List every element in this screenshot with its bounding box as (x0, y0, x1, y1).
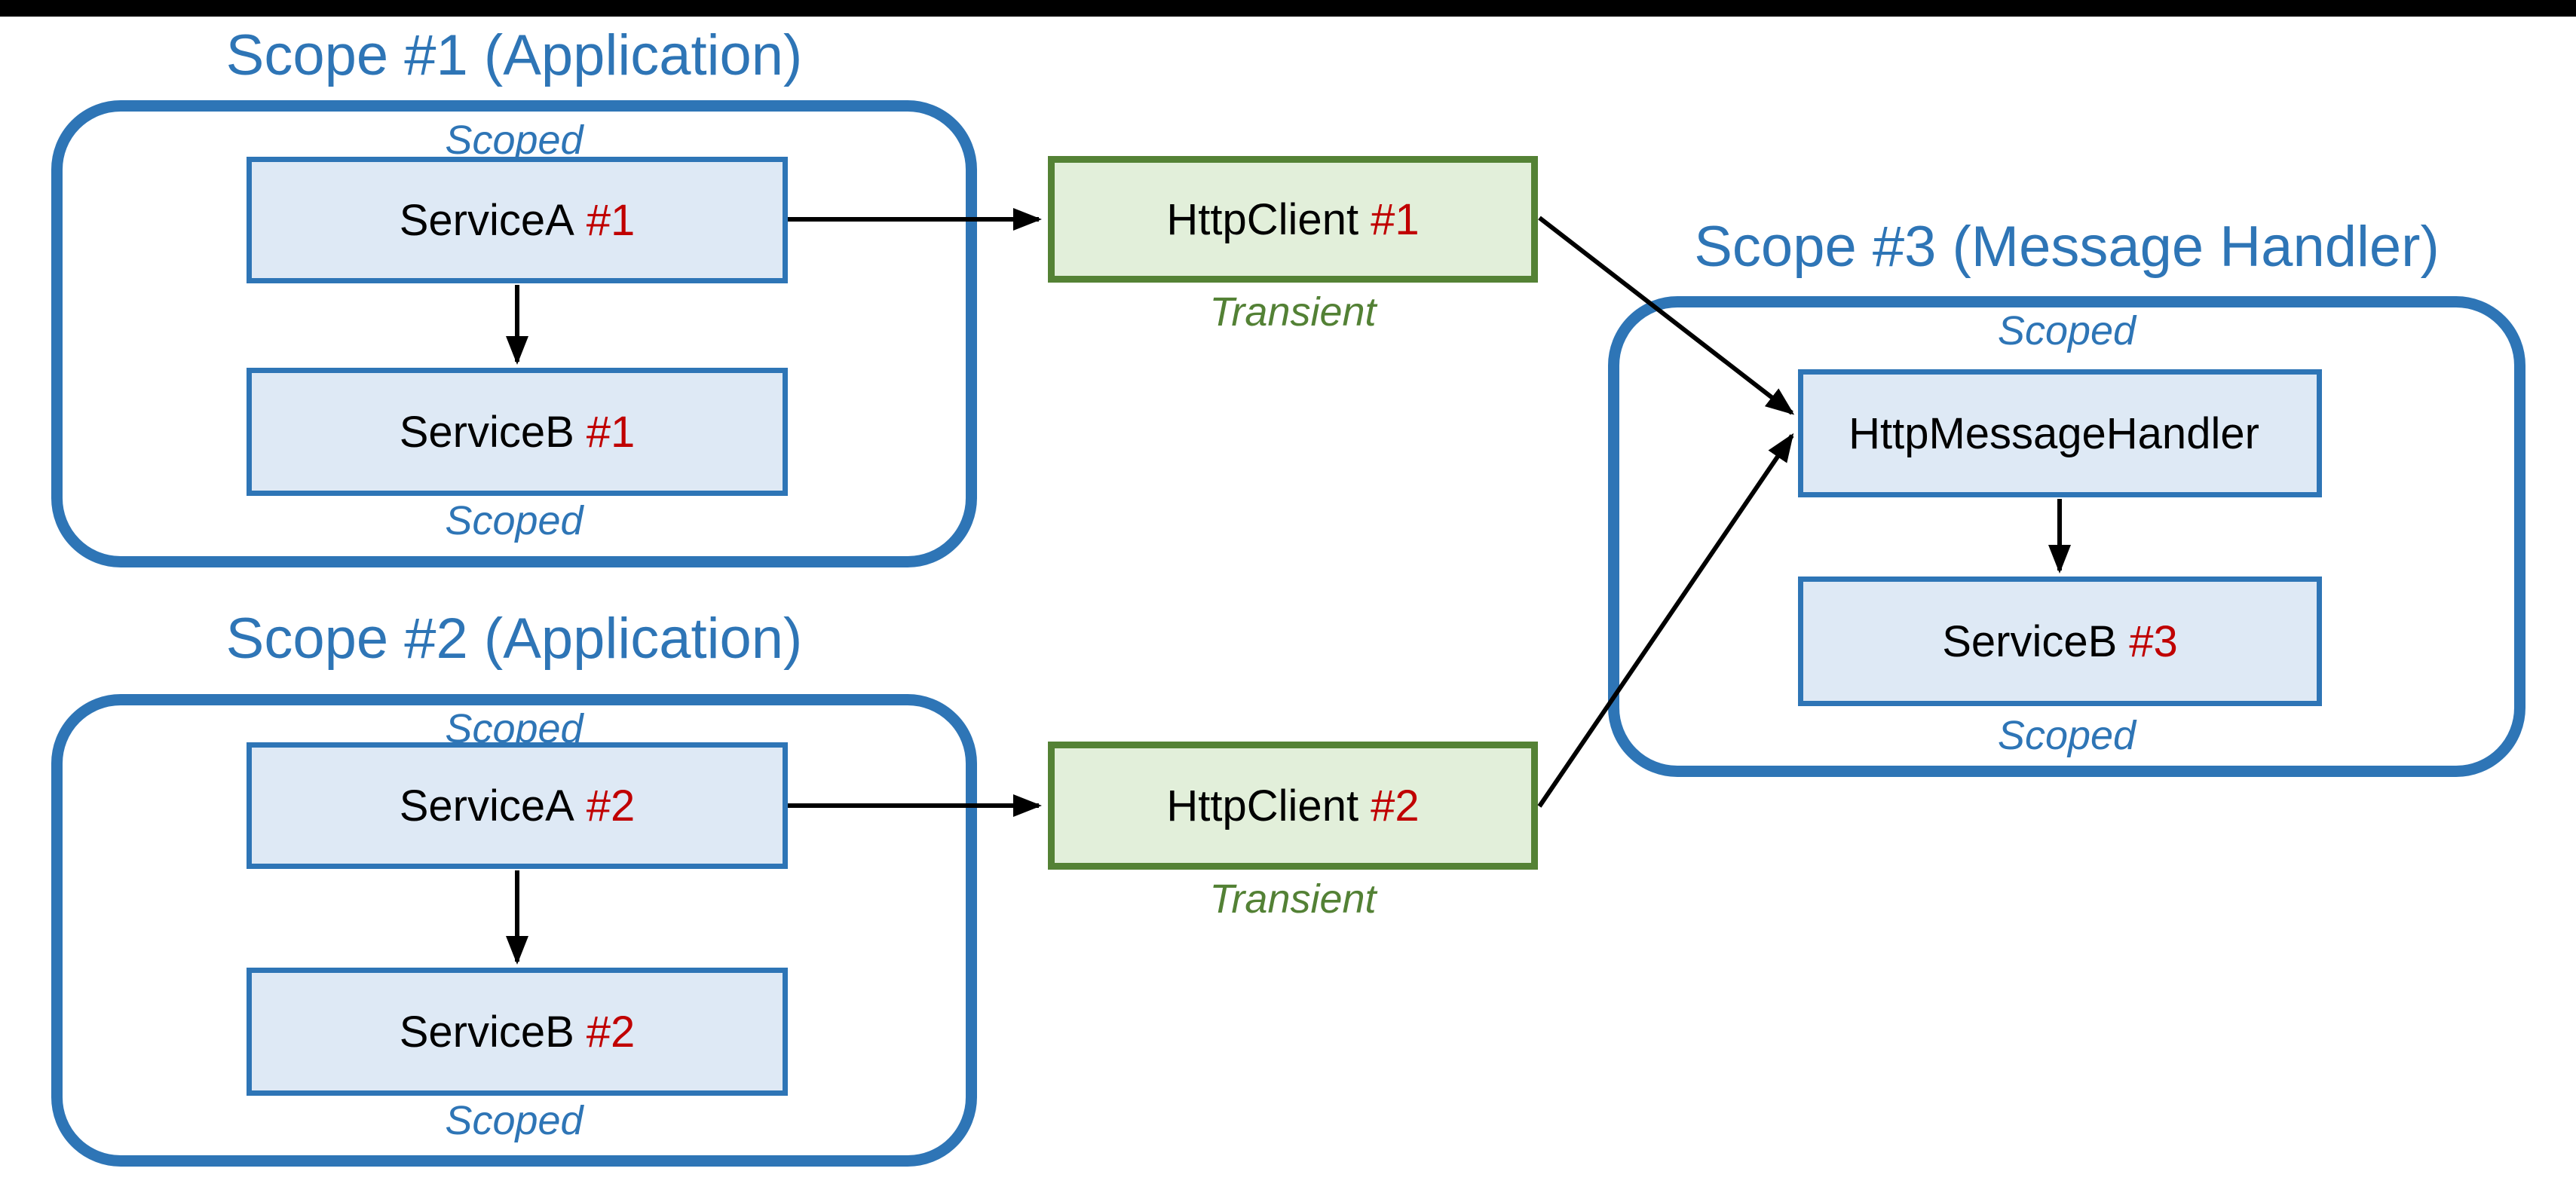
serviceb3-label: ServiceB#3 (1942, 616, 2178, 667)
httpmessagehandler-name: HttpMessageHandler (1849, 408, 2259, 458)
httpmessagehandler-box: HttpMessageHandler (1798, 369, 2322, 497)
scope1-title: Scope #1 (Application) (225, 23, 803, 87)
servicea1-label: ServiceA#1 (400, 195, 636, 246)
httpclient1-transient-label: Transient (1209, 289, 1377, 335)
serviceb1-instance: #1 (586, 407, 636, 457)
servicea1-instance: #1 (586, 195, 636, 245)
scope2-scoped-bottom-label: Scoped (445, 1098, 584, 1143)
servicea1-box: ServiceA#1 (247, 157, 788, 283)
httpclient2-name: HttpClient (1166, 781, 1359, 830)
serviceb1-box: ServiceB#1 (247, 368, 788, 496)
httpclient2-box: HttpClient#2 (1048, 742, 1538, 870)
scope1-scoped-bottom-label: Scoped (445, 498, 584, 543)
serviceb2-label: ServiceB#2 (400, 1007, 636, 1057)
scope3-title: Scope #3 (Message Handler) (1694, 215, 2440, 279)
serviceb3-name: ServiceB (1942, 616, 2118, 666)
httpmessagehandler-label: HttpMessageHandler (1849, 408, 2271, 459)
httpclient1-instance: #1 (1371, 194, 1420, 244)
servicea2-instance: #2 (586, 781, 636, 830)
scope3-scoped-top-label: Scoped (1997, 308, 2136, 353)
serviceb1-name: ServiceB (399, 407, 574, 457)
scope3-scoped-bottom-label: Scoped (1997, 713, 2136, 758)
serviceb2-instance: #2 (586, 1007, 636, 1057)
servicea2-box: ServiceA#2 (247, 742, 788, 869)
httpclient2-instance: #2 (1371, 781, 1420, 830)
servicea2-label: ServiceA#2 (400, 781, 636, 831)
top-black-bar (0, 0, 2576, 17)
scope2-title: Scope #2 (Application) (225, 607, 803, 671)
scope1-scoped-top-label: Scoped (445, 118, 584, 163)
httpclient1-label: HttpClient#1 (1166, 194, 1419, 245)
httpclient1-name: HttpClient (1166, 194, 1359, 244)
serviceb2-box: ServiceB#2 (247, 968, 788, 1096)
httpclient1-box: HttpClient#1 (1048, 156, 1538, 283)
servicea2-name: ServiceA (399, 781, 574, 830)
serviceb3-instance: #3 (2129, 616, 2178, 666)
scope2-boundary (51, 694, 977, 1167)
servicea1-name: ServiceA (399, 195, 574, 245)
httpclient2-transient-label: Transient (1209, 876, 1377, 922)
serviceb1-label: ServiceB#1 (400, 407, 636, 457)
serviceb2-name: ServiceB (399, 1007, 574, 1057)
httpclient2-label: HttpClient#2 (1166, 781, 1419, 831)
serviceb3-box: ServiceB#3 (1798, 577, 2322, 706)
